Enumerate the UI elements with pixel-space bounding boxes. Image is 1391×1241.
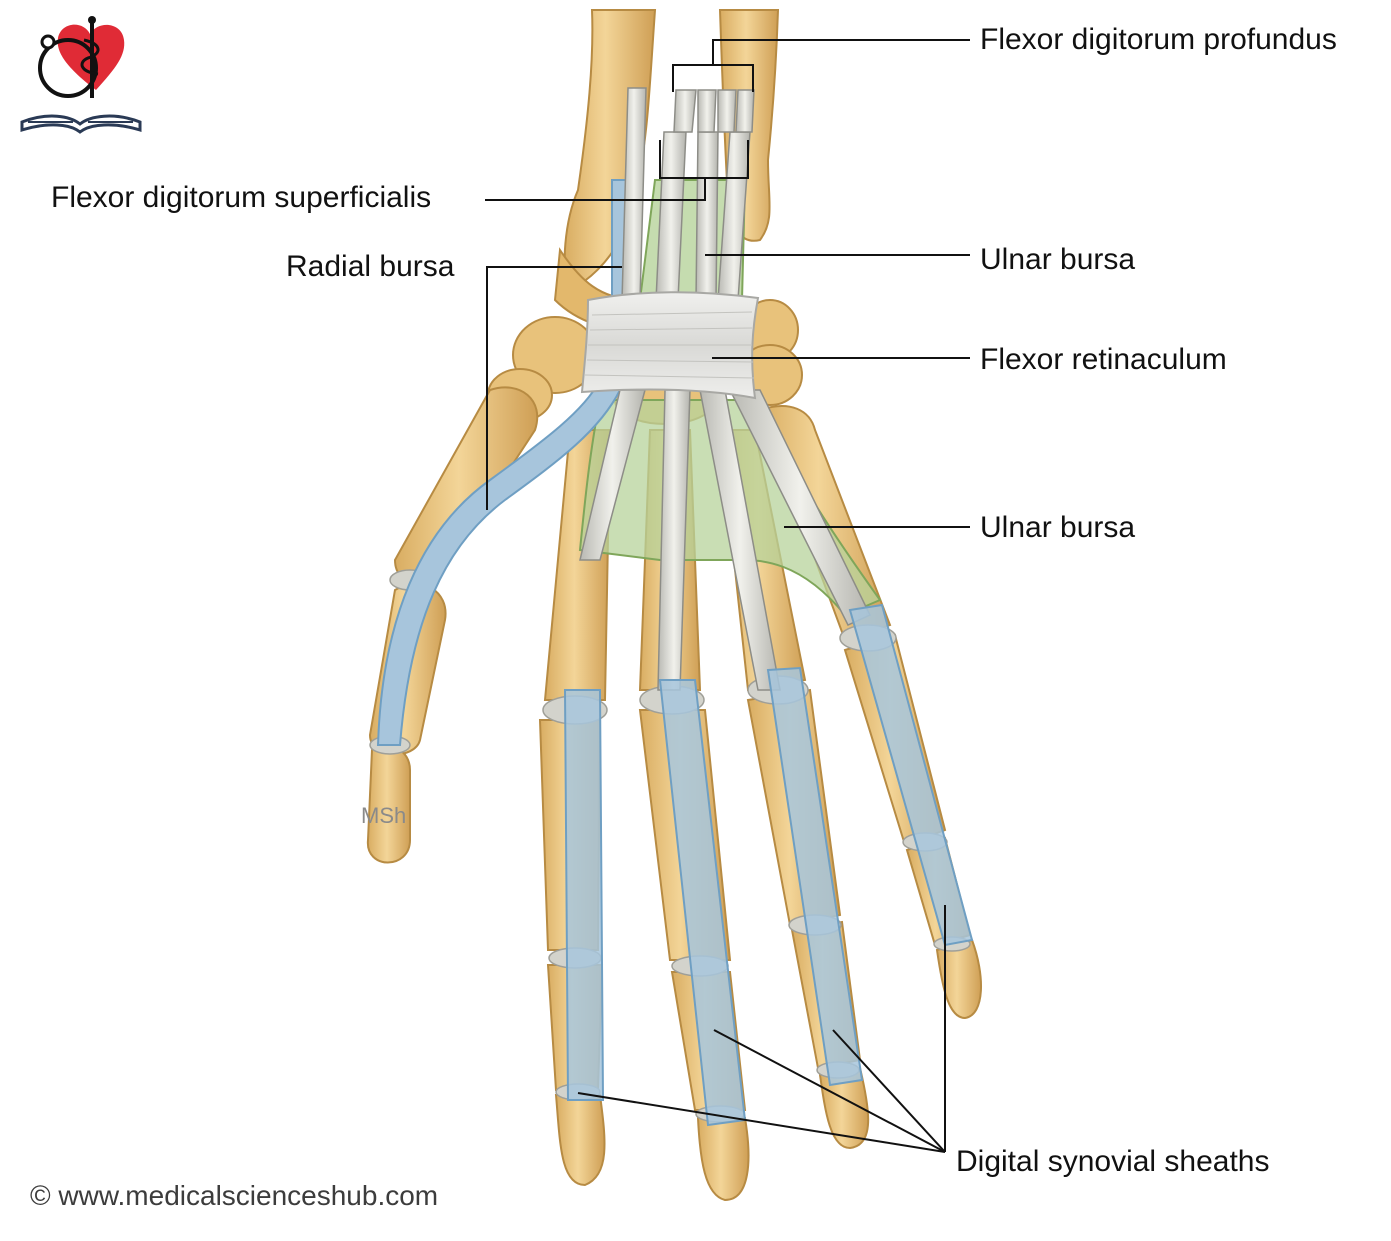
label-flexor-digitorum-superficialis: Flexor digitorum superficialis bbox=[51, 181, 432, 214]
digital-synovial-sheaths bbox=[563, 603, 974, 1127]
label-digital-synovial-sheaths: Digital synovial sheaths bbox=[956, 1145, 1270, 1178]
label-ulnar-bursa-palm: Ulnar bursa bbox=[980, 511, 1136, 544]
fds-bracket bbox=[659, 140, 749, 179]
thumb-bones bbox=[366, 386, 539, 864]
digital-sheaths-leader-middle bbox=[713, 1029, 946, 1153]
radial-bursa bbox=[376, 179, 642, 746]
label-flexor-retinaculum: Flexor retinaculum bbox=[980, 343, 1227, 376]
fdp-bracket bbox=[672, 64, 754, 92]
label-flexor-digitorum-profundus: Flexor digitorum profundus bbox=[980, 23, 1337, 56]
stethoscope-loop bbox=[38, 38, 98, 98]
copyright-text: © www.medicalscienceshub.com bbox=[30, 1180, 439, 1211]
label-ulnar-bursa-top: Ulnar bursa bbox=[980, 243, 1136, 276]
ring-digital-sheath bbox=[766, 666, 864, 1087]
middle-distal-phalanx bbox=[696, 1117, 750, 1202]
digital-sheaths-leader-ring bbox=[832, 1029, 946, 1153]
digital-sheaths-leader-index bbox=[577, 1092, 946, 1153]
index-distal-phalanx bbox=[554, 1094, 606, 1187]
stethoscope-head bbox=[40, 34, 56, 50]
label-radial-bursa: Radial bursa bbox=[286, 250, 455, 283]
index-digital-sheath bbox=[563, 689, 605, 1101]
little-digital-sheath bbox=[848, 603, 974, 947]
watermark-text: MSh bbox=[361, 803, 407, 828]
radial-bursa-leader bbox=[486, 266, 622, 510]
open-book-icon bbox=[20, 114, 142, 134]
fds-leader bbox=[485, 178, 706, 201]
fdp-leader bbox=[712, 39, 970, 65]
ring-distal-phalanx bbox=[818, 1066, 870, 1150]
leader-lines bbox=[485, 39, 970, 1153]
medical-heart-logo-icon bbox=[20, 16, 142, 134]
little-distal-phalanx bbox=[935, 938, 982, 1020]
retinaculum-fibers bbox=[584, 311, 755, 379]
